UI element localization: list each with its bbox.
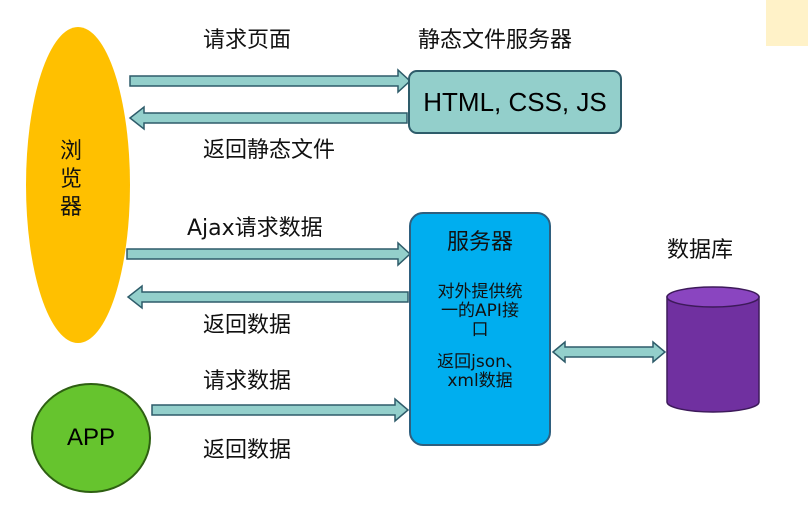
server-desc-api: 对外提供统 一的API接 口 — [437, 282, 523, 340]
database-title: 数据库 — [667, 238, 734, 263]
return-data-label: 返回数据 — [203, 313, 292, 338]
server-title: 服务器 — [446, 230, 513, 255]
return-data-label-2: 返回数据 — [203, 438, 292, 463]
browser-ellipse — [26, 27, 130, 343]
corner-decoration — [766, 0, 808, 46]
app-label: APP — [66, 424, 116, 451]
arrow-return-static — [128, 105, 408, 131]
ajax-request-label: Ajax请求数据 — [187, 216, 323, 241]
app-circle: APP — [31, 383, 151, 493]
server-desc-return: 返回json、 xml数据 — [437, 352, 523, 391]
arrow-ajax-request — [126, 241, 412, 267]
static-server-box: HTML, CSS, JS — [408, 70, 622, 134]
server-box — [409, 212, 551, 446]
database-cylinder — [666, 286, 760, 413]
browser-label: 浏 览 器 — [59, 139, 82, 220]
arrow-server-database — [551, 340, 667, 364]
static-server-title: 静态文件服务器 — [418, 28, 573, 53]
request-data-label: 请求数据 — [203, 369, 292, 394]
arrow-request-page — [129, 68, 412, 94]
request-page-label: 请求页面 — [203, 28, 292, 53]
arrow-app-request — [151, 397, 410, 423]
return-static-label: 返回静态文件 — [203, 138, 336, 163]
static-server-content: HTML, CSS, JS — [423, 86, 607, 117]
arrow-return-data — [126, 284, 409, 310]
